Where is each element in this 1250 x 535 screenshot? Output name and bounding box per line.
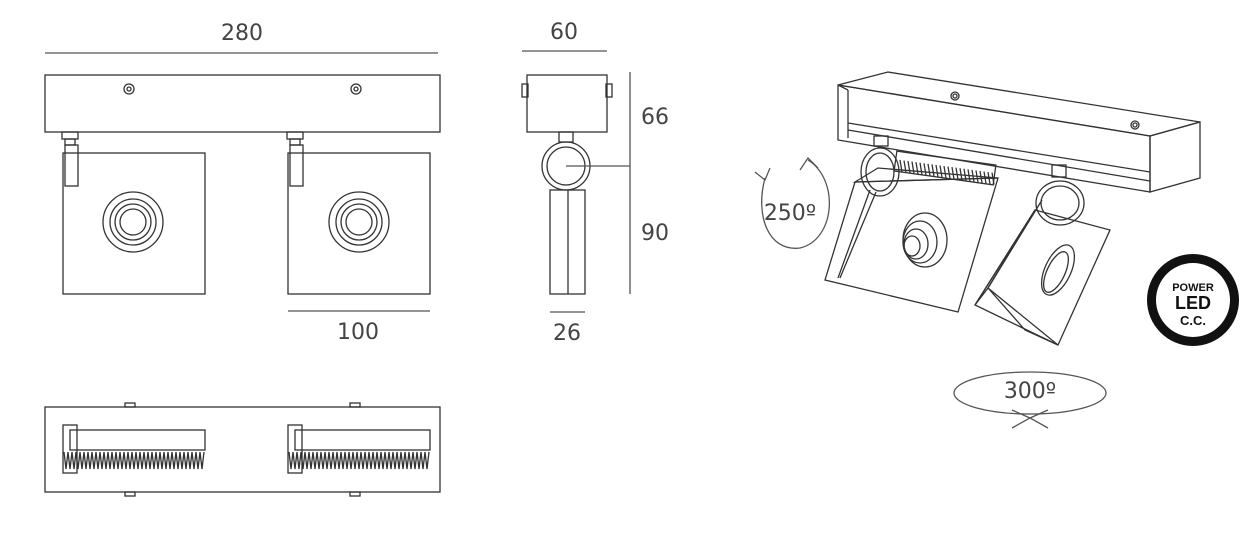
pivot-3d — [1035, 180, 1085, 226]
pivot-3d — [860, 147, 900, 197]
power-led-badge: POWER LED C.C. — [1147, 254, 1239, 346]
base-bar-side — [526, 74, 608, 133]
pan-angle-label: 300º — [1004, 379, 1056, 404]
spotlight-head-3d-right — [974, 164, 1111, 346]
mount-screw — [1130, 120, 1140, 130]
dim-label-total-length: 280 — [221, 21, 263, 46]
spotlight-head-left — [61, 131, 206, 295]
heatsink-right — [287, 424, 431, 474]
base-bar-top — [44, 406, 441, 493]
dim-label-depth: 60 — [550, 20, 578, 45]
lens-ring — [102, 191, 164, 253]
perspective-view — [754, 71, 1201, 429]
dim-label-body-height: 66 — [641, 105, 669, 130]
mount-screw — [350, 83, 362, 95]
tilt-rotation-indicator — [754, 156, 830, 249]
base-box-end — [1149, 121, 1201, 193]
dim-label-head-width: 100 — [337, 320, 379, 345]
lens-3d — [1040, 244, 1076, 296]
badge-line-led: LED — [1175, 293, 1211, 313]
mount-screw — [123, 83, 135, 95]
lens-ring — [328, 191, 390, 253]
mount-screw — [950, 91, 960, 101]
front-view — [44, 52, 441, 312]
dim-label-head-height: 90 — [641, 221, 669, 246]
spotlight-head-3d-left — [824, 135, 999, 313]
top-view — [44, 402, 441, 497]
tilt-angle-label: 250º — [764, 201, 816, 226]
spotlight-head-right — [286, 131, 431, 295]
base-bar-front — [44, 74, 441, 133]
badge-line-cc: C.C. — [1180, 313, 1206, 328]
heatsink-fins-3d — [893, 150, 997, 186]
badge-line-power: POWER — [1172, 282, 1214, 294]
base-box-top — [837, 71, 1201, 137]
dim-label-arm-width: 26 — [553, 321, 581, 346]
heatsink-left — [62, 424, 206, 474]
pan-rotation-indicator — [953, 371, 1107, 429]
side-view — [521, 50, 631, 313]
screw-tab — [124, 402, 361, 497]
